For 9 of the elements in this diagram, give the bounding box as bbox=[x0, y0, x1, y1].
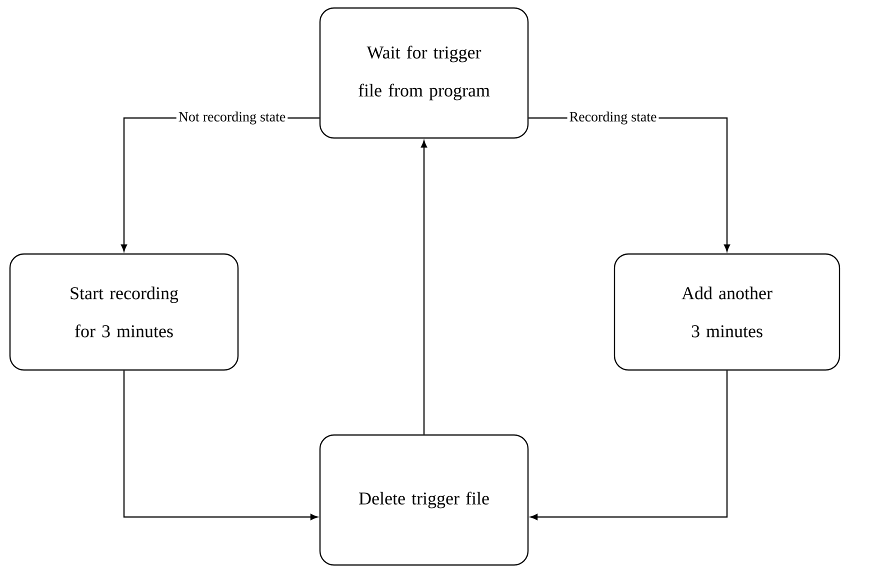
arrow bbox=[420, 140, 428, 434]
process-box: Delete trigger file bbox=[319, 434, 529, 566]
edge-label: Not recording state bbox=[176, 110, 288, 126]
process-box: Wait for trigger file from program bbox=[319, 7, 529, 139]
edge-label: Recording state bbox=[567, 110, 659, 126]
arrow bbox=[123, 370, 318, 520]
arrow bbox=[530, 370, 728, 520]
process-box: Start recording for 3 minutes bbox=[9, 253, 239, 371]
process-box: Add another 3 minutes bbox=[614, 253, 840, 371]
